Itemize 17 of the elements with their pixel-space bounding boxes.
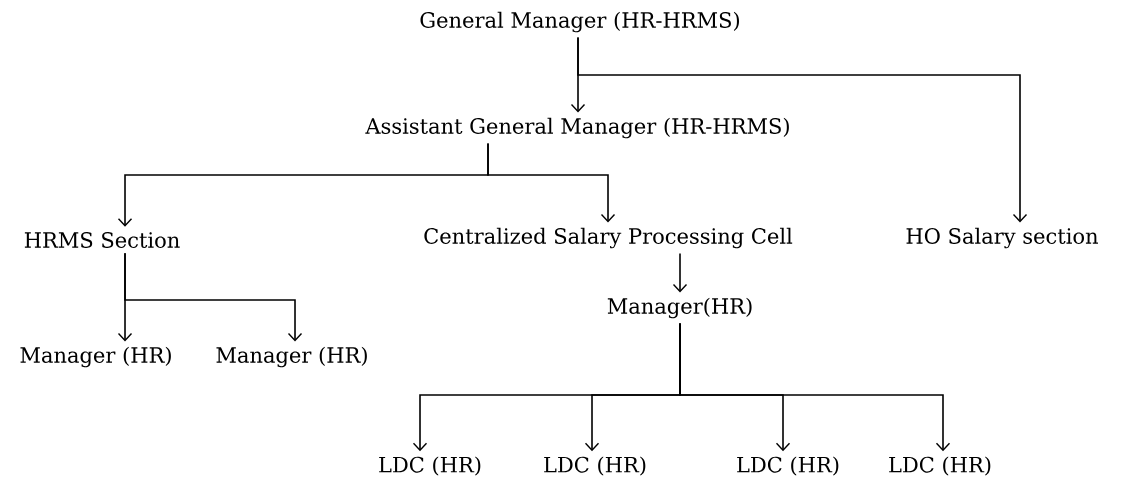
org-label: Manager(HR) [607,297,752,319]
org-label: General Manager (HR-HRMS) [420,11,739,33]
org-label: LDC (HR) [737,456,839,476]
org-label: LDC (HR) [379,456,481,476]
org-label: LDC (HR) [889,456,991,476]
arrow [577,36,1028,223]
arrow [672,252,688,293]
arrow [124,252,303,342]
arrow [679,322,951,452]
org-label: Assistant General Manager (HR-HRMS) [365,117,789,139]
org-label: LDC (HR) [544,456,646,476]
arrow [487,142,616,223]
org-label: Manager (HR) [20,346,171,368]
org-label: Manager (HR) [216,346,367,368]
org-label: HRMS Section [24,232,180,248]
org-label: Centralized Salary Processing Cell [424,227,793,249]
org-label: HO Salary section [906,227,1098,249]
